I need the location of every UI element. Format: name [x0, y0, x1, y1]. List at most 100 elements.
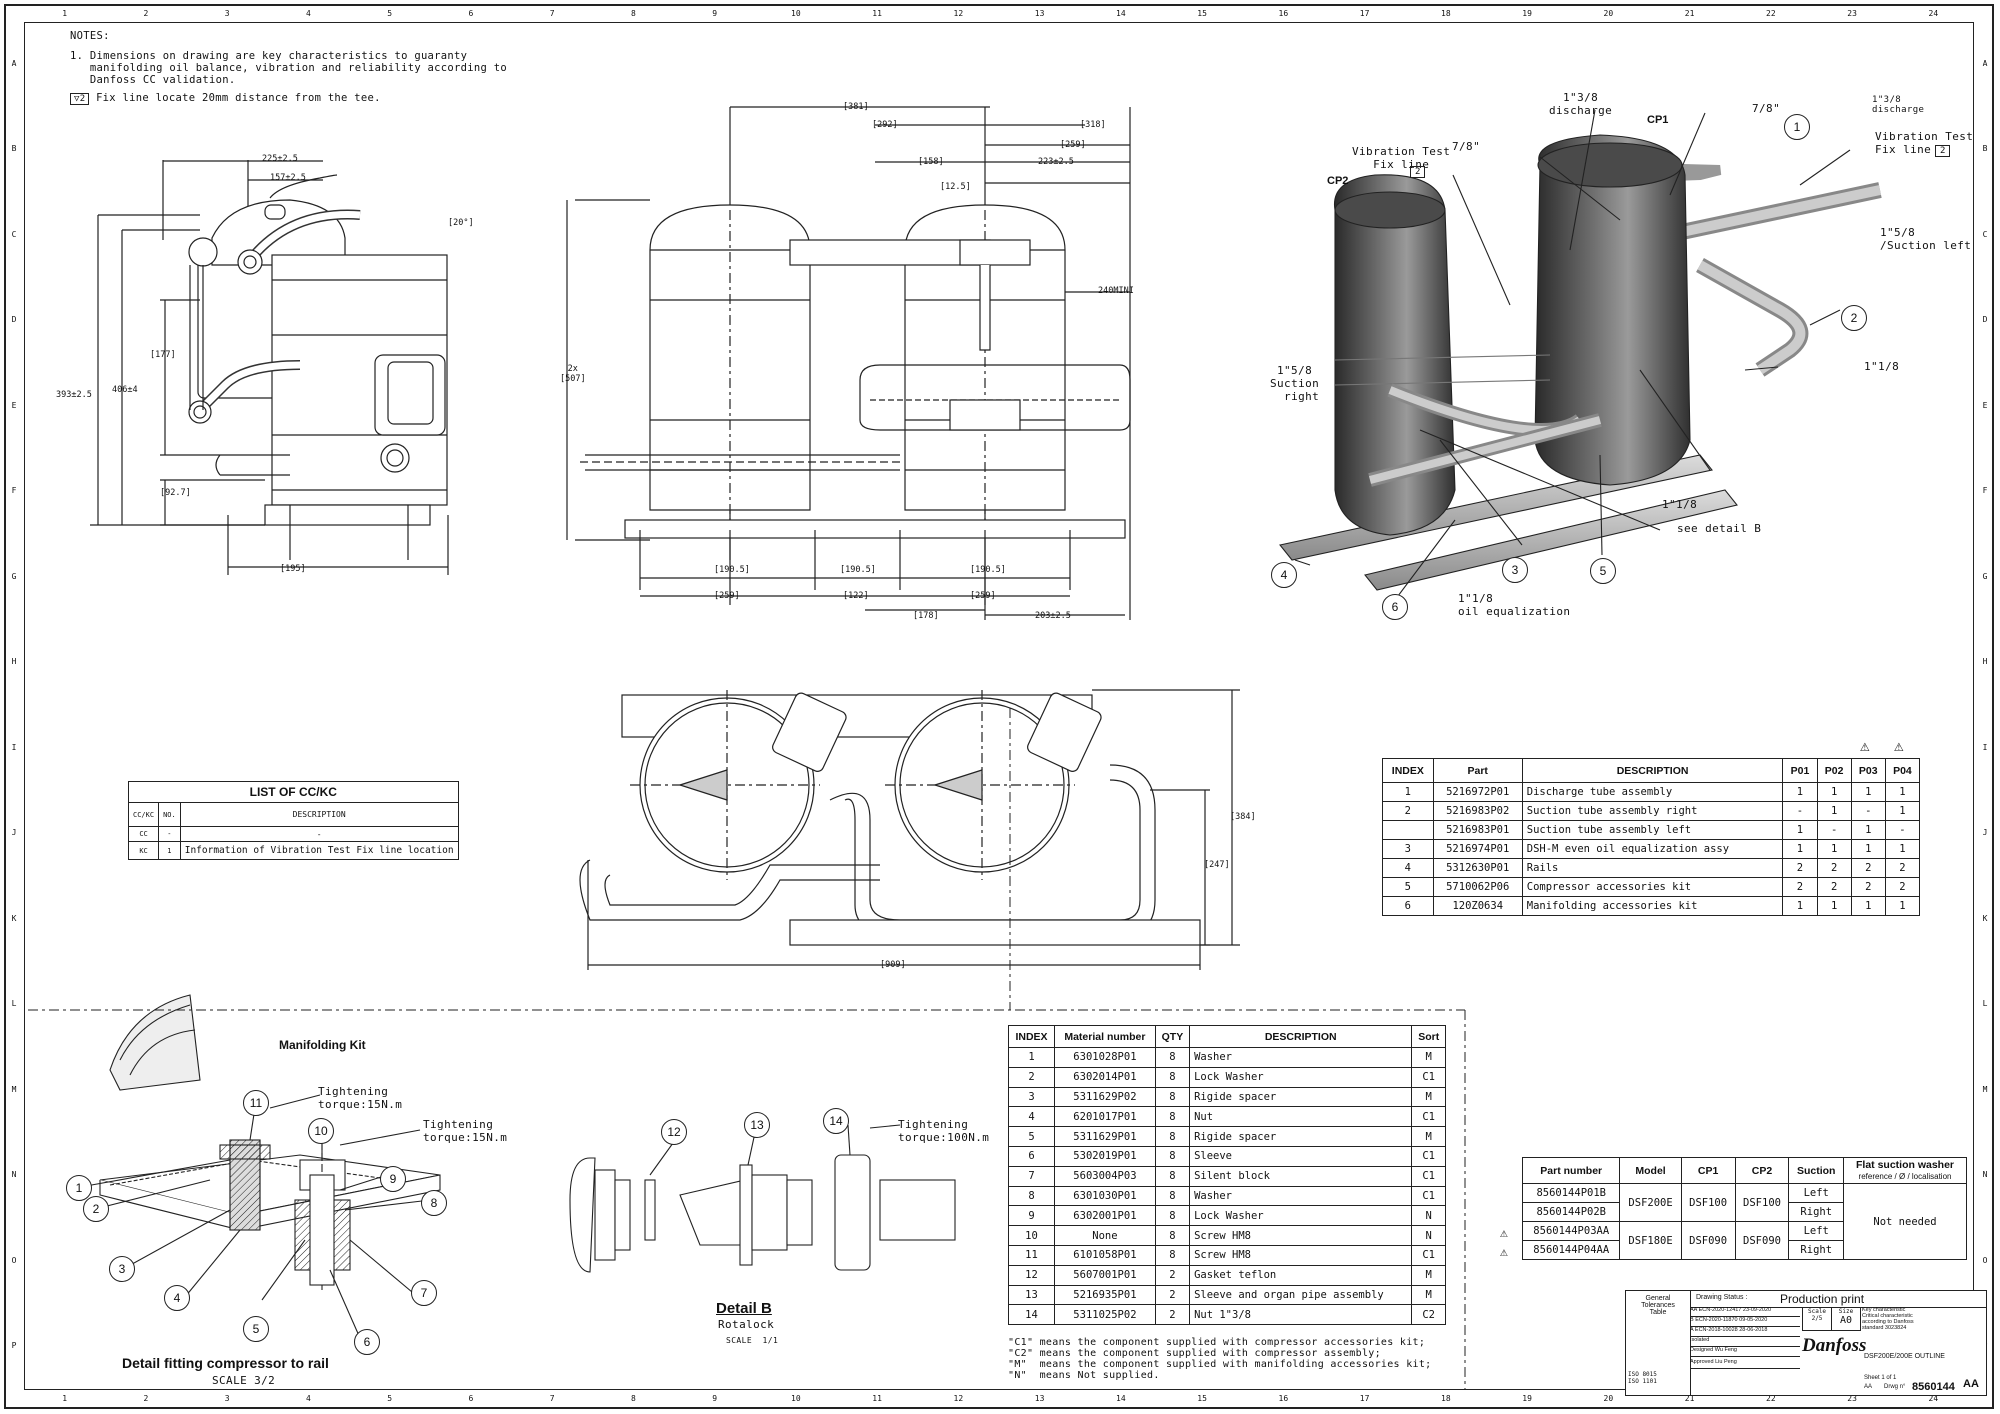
material-cell: 4 — [1008, 1106, 1055, 1128]
variant-header-sub: reference / Ø / localisation — [1858, 1171, 1952, 1181]
material-cell: 7 — [1008, 1165, 1055, 1187]
material-cell: Rigide spacer — [1189, 1086, 1413, 1108]
zone-label-col: 2 — [143, 9, 149, 18]
parts-header: P04 — [1884, 758, 1921, 783]
zone-label-col: 23 — [1847, 9, 1857, 18]
material-cell: Screw HM8 — [1189, 1225, 1413, 1246]
drawing-border — [24, 22, 1974, 1390]
cc-kc-title: LIST OF CC/KC — [128, 781, 459, 803]
material-cell: Washer — [1189, 1047, 1413, 1068]
parts-cell: 5216983P01 — [1432, 820, 1523, 840]
zone-label-row: K — [1982, 913, 1988, 923]
approved-label: Approved — [1690, 1359, 1714, 1365]
balloon: 3 — [1502, 557, 1528, 583]
status-row: Drawing Status : Production print — [1690, 1291, 1986, 1308]
zone-label-row: C — [1982, 229, 1988, 239]
balloon: 6 — [1382, 594, 1408, 620]
parts-cell: 1 — [1816, 782, 1852, 802]
dim-label: 393±2.5 — [56, 390, 92, 400]
zone-label-col: 12 — [953, 9, 964, 18]
dim-label: 203±2.5 — [1035, 611, 1071, 621]
parts-cell: 1 — [1782, 820, 1818, 840]
material-cell: C1 — [1411, 1244, 1446, 1266]
balloon: 3 — [109, 1256, 135, 1282]
vib-flag-number: 2 — [1415, 167, 1421, 177]
material-cell: N — [1411, 1205, 1446, 1227]
material-cell: M — [1411, 1126, 1446, 1147]
variant-cp1: DSF090 — [1680, 1221, 1736, 1260]
dim-label: [292] — [872, 120, 898, 130]
material-cell: None — [1053, 1225, 1156, 1246]
material-cell: 8 — [1008, 1185, 1055, 1207]
iso-label-cp1: CP1 — [1647, 114, 1669, 126]
zone-label-col: 21 — [1684, 9, 1695, 18]
note-line: manifolding oil balance, vibration and r… — [70, 62, 508, 74]
material-cell: 6302001P01 — [1053, 1205, 1156, 1227]
balloon: 2 — [83, 1196, 109, 1222]
material-cell: C1 — [1411, 1145, 1446, 1167]
balloon: 4 — [164, 1285, 190, 1311]
material-cell: 8 — [1154, 1165, 1191, 1187]
rev-date: 09-05-2020 — [1739, 1317, 1768, 1323]
material-header: Sort — [1411, 1025, 1446, 1048]
parts-cell: 3 — [1382, 839, 1434, 859]
zone-label-col: 16 — [1278, 1394, 1289, 1403]
material-cell: 1 — [1008, 1047, 1055, 1068]
zone-label-row: K — [11, 913, 17, 923]
zone-label-col: 22 — [1766, 9, 1776, 18]
torque-label: Tightening torque:15N.m — [423, 1118, 508, 1144]
material-cell: 8 — [1154, 1205, 1191, 1227]
parts-header: P03 — [1850, 758, 1886, 783]
material-cell: 3 — [1008, 1086, 1055, 1108]
parts-header: INDEX — [1382, 758, 1434, 783]
legend-line: "N" means Not supplied. — [1008, 1370, 1160, 1381]
zone-label-col: 20 — [1603, 9, 1614, 18]
material-cell: 8 — [1154, 1106, 1191, 1128]
dim-label: 223±2.5 — [1038, 157, 1074, 167]
variant-table: Part number Model CP1 CP2 Suction Flat s… — [1521, 1157, 1967, 1260]
zone-label-col: 21 — [1684, 1394, 1695, 1403]
material-cell: Gasket teflon — [1189, 1264, 1413, 1286]
balloon: 1 — [66, 1175, 92, 1201]
rev-ecn: ECN-2018-10028 — [1694, 1327, 1738, 1333]
iso-standards: ISO 8015 ISO 1101 — [1628, 1371, 1657, 1385]
parts-cell: 2 — [1782, 858, 1818, 878]
rev-id: A — [1690, 1327, 1694, 1333]
zone-label-col: 4 — [305, 1394, 311, 1403]
zone-label-col: 6 — [468, 1394, 474, 1403]
cc-kc-cell: Information of Vibration Test Fix line l… — [179, 841, 459, 860]
parts-cell: 1 — [1884, 801, 1921, 821]
material-cell: 6101058P01 — [1053, 1244, 1156, 1266]
parts-header: DESCRIPTION — [1521, 758, 1784, 783]
material-cell: Nut 1"3/8 — [1189, 1304, 1413, 1326]
zone-label-col: 3 — [224, 9, 230, 18]
zone-label-col: 23 — [1847, 1394, 1857, 1403]
material-cell: 11 — [1008, 1244, 1055, 1266]
rev-date: 28-06-2018 — [1739, 1327, 1768, 1333]
dim-label: [909] — [880, 960, 906, 970]
dim-label: [195] — [280, 564, 306, 574]
parts-cell: 1 — [1884, 839, 1921, 859]
parts-cell: 1 — [1816, 896, 1852, 916]
material-cell: 2 — [1154, 1284, 1191, 1306]
material-cell: C1 — [1411, 1165, 1446, 1187]
material-cell: 5302019P01 — [1053, 1145, 1156, 1167]
vib-flag-icon: 2 — [1935, 145, 1951, 157]
zone-label-col: 11 — [872, 1394, 882, 1403]
variant-header: Model — [1619, 1157, 1682, 1184]
cc-kc-cell: - — [179, 826, 459, 842]
detail-b-title: Detail B — [716, 1300, 772, 1317]
dim-label: [190.5] — [970, 565, 1006, 575]
zone-label-col: 12 — [953, 1394, 964, 1403]
material-cell: 8 — [1154, 1185, 1191, 1207]
material-header: DESCRIPTION — [1189, 1025, 1413, 1048]
note-flag-number: 2 — [79, 94, 86, 104]
material-cell: 5311025P02 — [1053, 1304, 1156, 1326]
dim-label: [318] — [1080, 120, 1106, 130]
note-line: Danfoss CC validation. — [70, 74, 236, 86]
dim-label: [177] — [150, 350, 176, 360]
balloon: 5 — [243, 1316, 269, 1342]
